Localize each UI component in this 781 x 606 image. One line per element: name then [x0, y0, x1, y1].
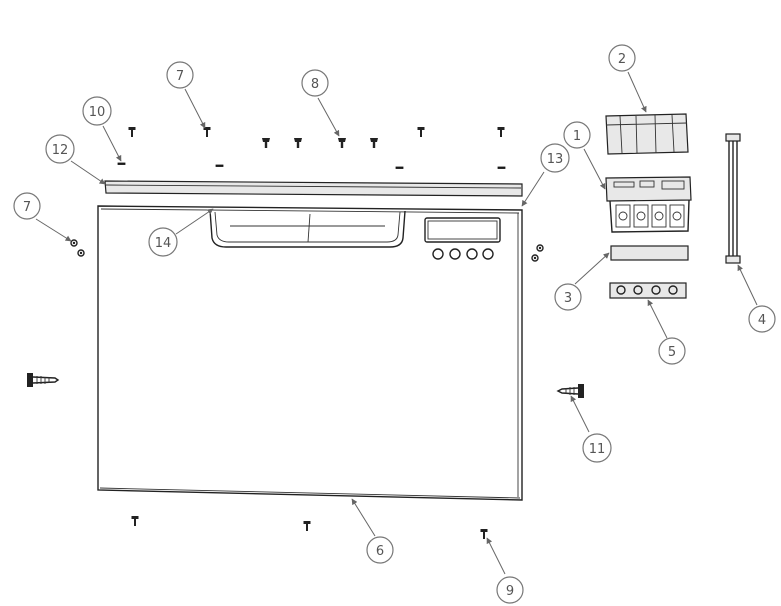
bottom-screws: [131, 516, 488, 539]
module-cover: [605, 113, 689, 155]
control-display: [424, 217, 501, 243]
callout-13-label: 13: [547, 152, 564, 167]
callout-7-side: 7: [13, 192, 41, 220]
trim-clips: [117, 162, 506, 169]
callout-2: 2: [608, 44, 636, 72]
callout-9: 9: [496, 576, 524, 604]
callout-11-label: 11: [589, 442, 606, 457]
handle-recess: [209, 209, 406, 248]
callout-5-label: 5: [668, 345, 676, 360]
top-trim-strip: [104, 180, 523, 197]
callout-12-label: 12: [52, 143, 69, 158]
callout-7-top-label: 7: [176, 69, 184, 84]
top-screws: [128, 127, 505, 148]
callout-10-label: 10: [89, 105, 106, 120]
callout-6-label: 6: [376, 544, 384, 559]
door-panel: [97, 205, 523, 501]
callout-5: 5: [658, 337, 686, 365]
callout-6: 6: [366, 536, 394, 564]
callout-13: 13: [540, 143, 570, 173]
callout-9-label: 9: [506, 584, 514, 599]
leader-lines: [35, 71, 758, 575]
callout-4: 4: [748, 305, 776, 333]
callout-3-label: 3: [564, 291, 572, 306]
display-lens: [610, 245, 689, 261]
side-screw-right: [556, 384, 584, 398]
callout-11: 11: [582, 433, 612, 463]
control-board: [605, 176, 692, 233]
callout-12: 12: [45, 134, 75, 164]
callout-8-label: 8: [311, 77, 319, 92]
callout-1: 1: [563, 121, 591, 149]
callout-2-label: 2: [618, 52, 626, 67]
side-washers: [70, 239, 544, 262]
side-screw-left: [27, 373, 60, 387]
callout-3: 3: [554, 283, 582, 311]
callout-14: 14: [148, 227, 178, 257]
callout-4-label: 4: [758, 313, 766, 328]
callout-14-label: 14: [155, 236, 172, 251]
callout-7-side-label: 7: [23, 200, 31, 215]
callout-8: 8: [301, 69, 329, 97]
control-buttons: [432, 248, 494, 260]
callout-1-label: 1: [573, 129, 581, 144]
wire-harness: [725, 133, 741, 264]
button-bar: [609, 282, 687, 299]
callout-7-top: 7: [166, 61, 194, 89]
callout-10: 10: [82, 96, 112, 126]
